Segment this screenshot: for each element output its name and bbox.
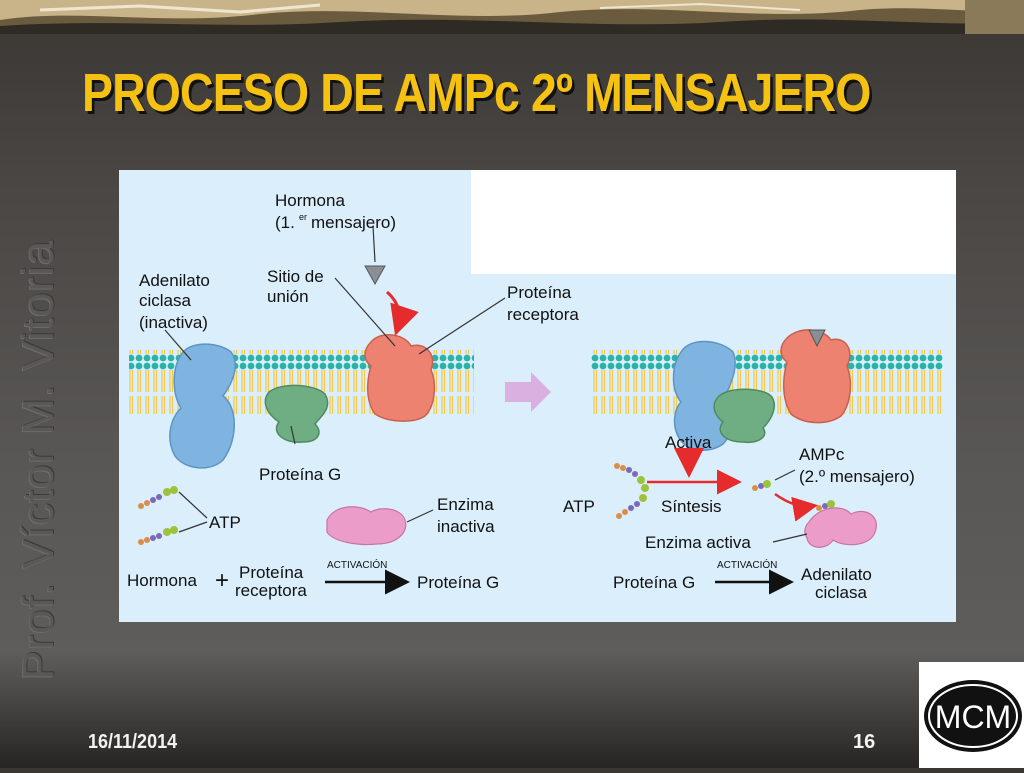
logo-text: MCM [935,699,1011,735]
label-proteina-rec-2: receptora [507,305,579,324]
adenylate-cyclase-inactive [169,343,236,469]
slide-date: 16/11/2014 [88,731,178,753]
author-watermark: Prof. Víctor M. Vitoria [14,239,63,680]
label-atp-right: ATP [563,497,595,516]
hormone-pointer-line [372,225,376,263]
label-adenilato-2: ciclasa [139,291,192,310]
g-protein-right [713,388,775,444]
g-protein-left [264,384,329,443]
label-primer-mensajero-a: (1. [275,213,295,232]
eq-right-result-1: Adenilato [801,565,872,584]
slide-title: PROCESO DE AMPc 2º MENSAJERO [82,63,871,123]
mcm-logo: MCM [919,662,1024,768]
eq-left-result: Proteína G [417,573,499,592]
transition-arrow [505,372,551,412]
label-enzima-2: inactiva [437,517,495,536]
top-banner-image [0,0,1024,34]
label-ampc-2: (2.º mensajero) [799,467,915,486]
enzyme-inactive [326,506,407,546]
receptor-protein-left [364,334,436,422]
hormone-triangle-right [808,329,826,348]
eq-right-result-2: ciclasa [815,583,868,602]
label-sitio-1: Sitio de [267,267,324,286]
white-panel [471,170,956,274]
label-proteina-g: Proteína G [259,465,341,484]
hormone-triangle-left [364,265,386,286]
atp-molecules-left [138,486,178,545]
label-primer-mensajero-b: mensajero) [311,213,396,232]
eq-left-prot-2: receptora [235,581,307,600]
eq-right-prot: Proteína G [613,573,695,592]
activacion-right: ACTIVACIÓN [717,558,777,571]
label-atp-left: ATP [209,513,241,532]
enzyme-active [804,507,877,548]
label-adenilato-3: (inactiva) [139,313,208,332]
slide-page-number: 16 [853,731,876,753]
label-activa: Activa [665,433,712,452]
label-ampc-1: AMPc [799,445,845,464]
label-sitio-2: unión [267,287,309,306]
label-enzima-activa: Enzima activa [645,533,751,552]
label-hormona: Hormona [275,191,345,210]
eq-left-hormona: Hormona [127,571,197,590]
adenylate-cyclase-active [672,340,736,451]
eq-left-plus: + [215,567,229,594]
label-sintesis: Síntesis [661,497,721,516]
receptor-protein-right [780,329,852,424]
label-enzima-1: Enzima [437,495,494,514]
ampc-diagram: Hormona (1. er mensajero) Sitio de unión… [119,170,956,622]
label-primer-mensajero-sup: er [299,212,307,222]
ampc-molecules [752,480,835,511]
eq-left-prot-1: Proteína [239,563,304,582]
atp-molecules-right [614,463,649,519]
label-adenilato-1: Adenilato [139,271,210,290]
activacion-left: ACTIVACIÓN [327,558,387,571]
label-proteina-rec-1: Proteína [507,283,572,302]
ampc-red-arrow [774,492,818,522]
binding-red-arrow [385,290,419,336]
